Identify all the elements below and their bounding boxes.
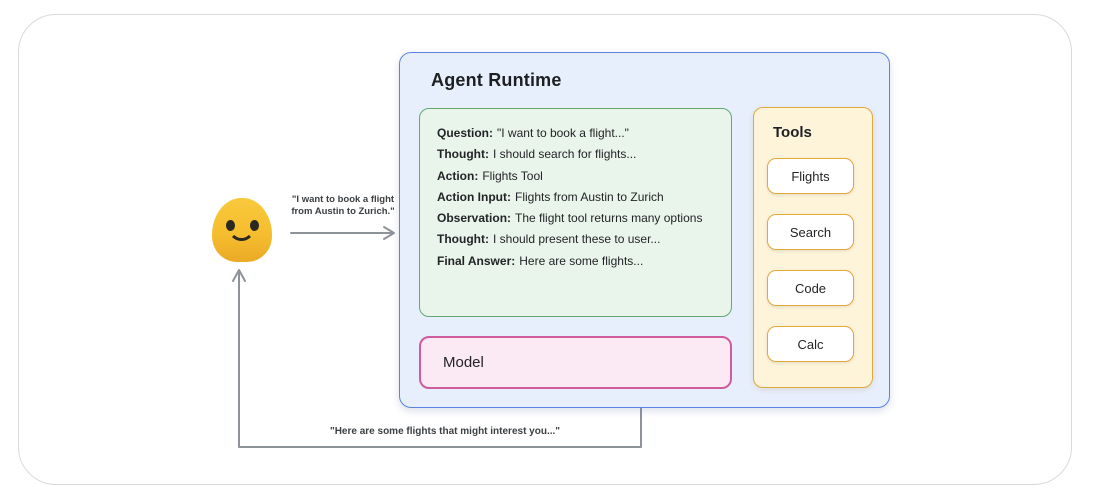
trace-label: Thought:	[437, 147, 489, 162]
trace-label: Action:	[437, 168, 479, 183]
trace-row-action: Action:Flights Tool	[437, 166, 719, 187]
trace-row-final-answer: Final Answer:Here are some flights...	[437, 251, 719, 272]
trace-row-action-input: Action Input:Flights from Austin to Zuri…	[437, 187, 719, 208]
trace-text: Flights from Austin to Zurich	[514, 189, 664, 204]
react-trace-box: Question: "I want to book a flight..." Th…	[419, 108, 732, 317]
trace-row-observation: Observation:The flight tool returns many…	[437, 208, 719, 229]
trace-label: Question:	[437, 126, 493, 140]
agent-response-label: "Here are some flights that might intere…	[329, 426, 561, 437]
trace-label: Final Answer:	[437, 253, 516, 268]
trace-label: Action Input:	[437, 189, 511, 204]
trace-row-question: Question: "I want to book a flight..."	[437, 123, 719, 144]
tool-button-search: Search	[767, 214, 854, 250]
tools-title: Tools	[773, 124, 812, 141]
tools-panel: Tools Flights Search Code Calc	[753, 107, 873, 388]
user-request-line1: "I want to book a flight	[291, 194, 395, 205]
trace-text: "I want to book a flight..."	[497, 126, 629, 140]
trace-text: I should search for flights...	[492, 147, 637, 162]
tool-button-code: Code	[767, 270, 854, 306]
trace-row-thought-1: Thought:I should search for flights...	[437, 144, 719, 165]
user-request-line2: from Austin to Zurich."	[291, 205, 395, 217]
tool-button-flights: Flights	[767, 158, 854, 194]
blob-smile	[228, 224, 255, 241]
trace-text: Flights Tool	[482, 168, 543, 183]
trace-text: I should present these to user...	[492, 232, 661, 247]
trace-text: Here are some flights...	[519, 253, 644, 268]
trace-label: Observation:	[437, 211, 512, 226]
model-label: Model	[443, 354, 484, 371]
user-blob-emoji-icon	[212, 198, 272, 262]
model-box: Model	[419, 336, 732, 389]
tool-button-calc: Calc	[767, 326, 854, 362]
agent-runtime-box: Agent Runtime Question: "I want to book a…	[399, 52, 890, 408]
trace-text: The flight tool returns many options	[515, 211, 703, 226]
agent-runtime-title: Agent Runtime	[431, 70, 562, 90]
trace-row-thought-2: Thought:I should present these to user..…	[437, 229, 719, 250]
trace-label: Thought:	[437, 232, 489, 247]
user-request-label: "I want to book a flight from Austin to …	[290, 194, 396, 217]
